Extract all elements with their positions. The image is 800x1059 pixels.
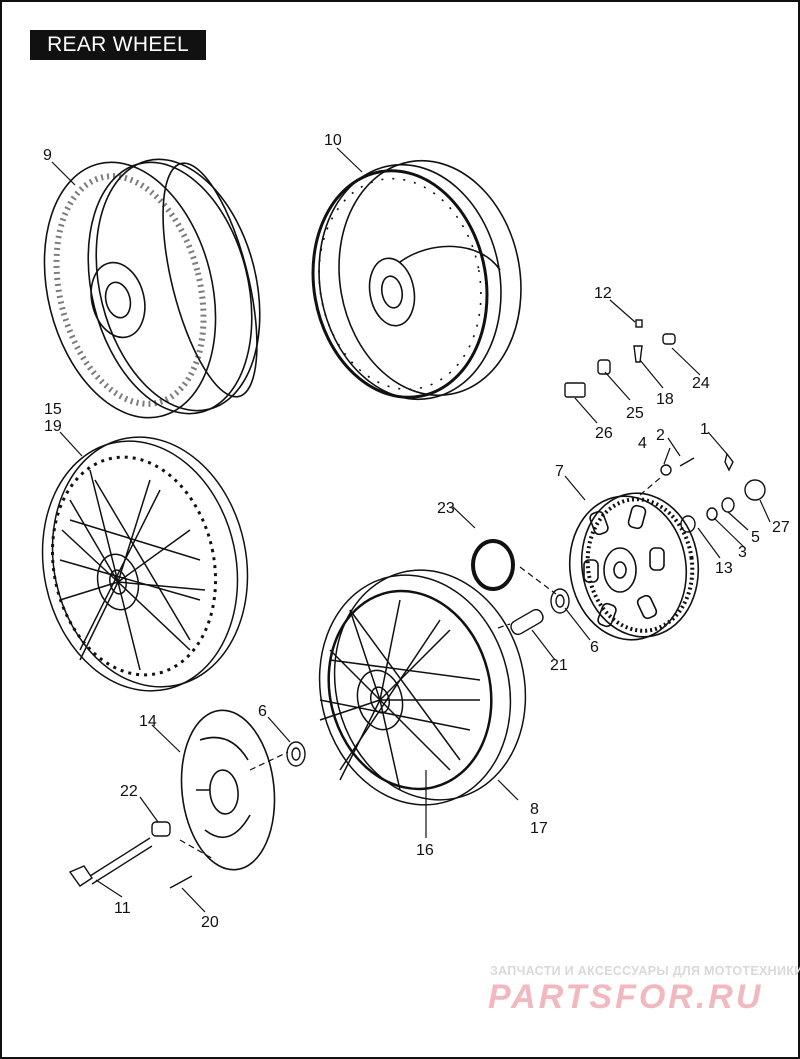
callout-22: 22 (120, 783, 138, 800)
watermark: ЗАПЧАСТИ И АКСЕССУАРЫ ДЛЯ МОТОТЕХНИКИ PA… (488, 964, 800, 1016)
callout-15: 15 (44, 401, 62, 418)
callout-3: 3 (738, 544, 747, 561)
callout-2: 2 (656, 427, 665, 444)
disc-wheel-9 (43, 158, 261, 419)
callout-21: 21 (550, 657, 568, 674)
callout-5: 5 (751, 529, 760, 546)
callout-10: 10 (324, 132, 342, 149)
callout-4: 4 (638, 435, 647, 452)
spoke-wheel-15-19 (41, 436, 249, 692)
disc-wheel-10 (311, 159, 522, 401)
callout-7: 7 (555, 463, 564, 480)
callout-16: 16 (416, 842, 434, 859)
callout-11: 11 (114, 900, 131, 917)
callout-12: 12 (594, 285, 612, 302)
callout-23: 23 (437, 500, 455, 517)
callout-26: 26 (595, 425, 613, 442)
callout-17: 17 (530, 820, 548, 837)
callout-19: 19 (44, 418, 62, 435)
callout-13: 13 (715, 560, 733, 577)
callout-14: 14 (139, 713, 157, 730)
callout-6-lower: 6 (258, 703, 267, 720)
watermark-brand: PARTSFOR.RU (488, 978, 763, 1016)
callout-27: 27 (772, 519, 790, 536)
callout-8: 8 (530, 801, 539, 818)
callout-24: 24 (692, 375, 710, 392)
brake-disc-14 (180, 709, 276, 871)
leader-lines (51, 147, 771, 913)
spoke-wheel-8-17 (318, 569, 527, 806)
small-parts (68, 319, 766, 889)
callout-1: 1 (700, 421, 709, 438)
callout-18: 18 (656, 391, 674, 408)
callout-labels: 9 10 12 24 18 25 26 4 2 1 7 23 15 19 27 … (43, 132, 790, 931)
title-banner: REAR WHEEL (30, 30, 206, 60)
callout-6-upper: 6 (590, 639, 599, 656)
page-title: REAR WHEEL (47, 33, 189, 56)
pulley-7 (568, 492, 700, 641)
callout-25: 25 (626, 405, 644, 422)
callout-20: 20 (201, 914, 219, 931)
callout-9: 9 (43, 147, 52, 164)
watermark-tagline: ЗАПЧАСТИ И АКСЕССУАРЫ ДЛЯ МОТОТЕХНИКИ (490, 964, 800, 978)
